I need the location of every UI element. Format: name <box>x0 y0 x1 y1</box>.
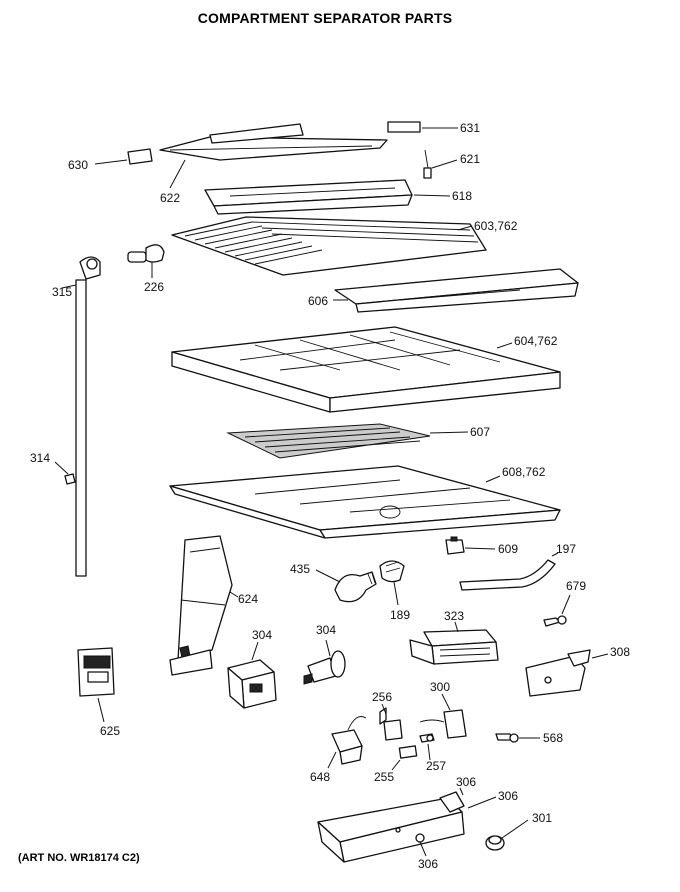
callout-630: 630 <box>68 158 88 172</box>
callout-624: 624 <box>238 592 258 606</box>
part-608-partition <box>169 465 561 539</box>
callout-304-box: 304 <box>252 628 272 642</box>
callout-257: 257 <box>426 759 446 773</box>
part-256-switch <box>379 703 403 741</box>
callout-226: 226 <box>144 280 164 294</box>
callout-306-right: 306 <box>498 789 518 803</box>
callout-621: 621 <box>460 152 480 166</box>
part-323-housing <box>409 621 499 665</box>
part-197-harness <box>459 552 559 591</box>
part-304-thermostat <box>303 639 346 685</box>
callout-625: 625 <box>100 724 120 738</box>
callout-609: 609 <box>498 542 518 556</box>
part-226-plug <box>127 244 165 278</box>
part-300-connector <box>419 693 467 739</box>
callout-631: 631 <box>460 121 480 135</box>
part-607-insulation <box>226 423 469 459</box>
callout-308: 308 <box>610 645 630 659</box>
part-189-socket <box>379 560 405 606</box>
callout-301: 301 <box>532 811 552 825</box>
callout-608-762: 608,762 <box>502 465 546 479</box>
callout-607: 607 <box>470 425 490 439</box>
callout-618: 618 <box>452 189 472 203</box>
callout-604-762: 604,762 <box>514 334 558 348</box>
part-255-label <box>391 745 418 771</box>
part-618-housing <box>204 179 451 215</box>
callout-306-top: 306 <box>456 775 476 789</box>
callout-189: 189 <box>390 608 410 622</box>
part-304-box <box>227 641 277 709</box>
part-306-bracket <box>317 787 497 863</box>
callout-306-bottom: 306 <box>418 857 438 871</box>
part-624-duct <box>169 535 239 676</box>
callout-606: 606 <box>308 294 328 308</box>
part-315-rod-bracket <box>54 256 101 577</box>
part-603-grille <box>171 216 487 276</box>
part-631-tab <box>387 121 458 133</box>
callout-435: 435 <box>290 562 310 576</box>
part-301-knob <box>485 819 529 851</box>
part-679-screw <box>543 594 571 627</box>
callout-304-thermostat: 304 <box>316 623 336 637</box>
part-609-clip <box>445 536 496 555</box>
part-648-motor <box>327 716 367 769</box>
diagram-title: COMPARTMENT SEPARATOR PARTS <box>198 10 453 26</box>
part-568-screw <box>495 733 540 743</box>
part-621-sensor <box>423 149 458 179</box>
callout-648: 648 <box>310 770 330 784</box>
part-625-panel <box>77 647 115 723</box>
callout-568: 568 <box>543 731 563 745</box>
callout-255: 255 <box>374 770 394 784</box>
callout-315: 315 <box>52 285 72 299</box>
part-435-bulb <box>315 569 377 603</box>
part-630-clip <box>94 148 153 165</box>
callout-603-762: 603,762 <box>474 219 518 233</box>
callout-197: 197 <box>556 542 576 556</box>
callout-622: 622 <box>160 191 180 205</box>
part-257-screw <box>419 733 435 761</box>
part-308-bracket <box>525 649 609 697</box>
callout-323: 323 <box>444 609 464 623</box>
part-606-diffuser <box>333 268 579 313</box>
callout-256: 256 <box>372 690 392 704</box>
callout-300: 300 <box>430 680 450 694</box>
callout-679: 679 <box>566 579 586 593</box>
art-number: (ART NO. WR18174 C2) <box>18 852 140 864</box>
part-604-partition <box>171 326 561 413</box>
callout-314: 314 <box>30 451 50 465</box>
part-622-cover <box>159 123 388 189</box>
